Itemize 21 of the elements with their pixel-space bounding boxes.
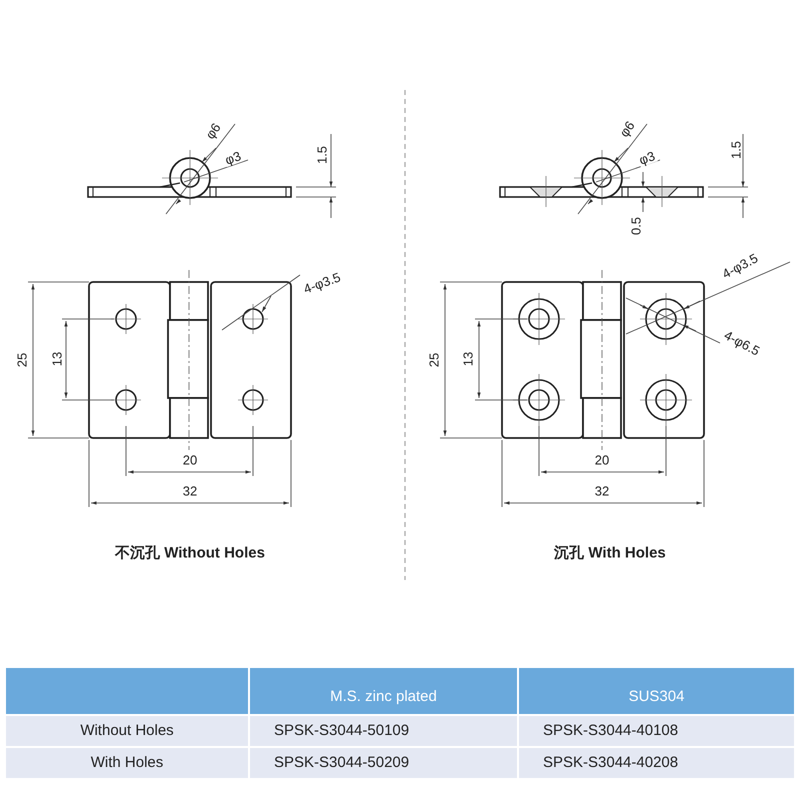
table-cell: SPSK-S3044-40108 xyxy=(519,716,794,746)
table-header-cell: M.S. zinc plated xyxy=(250,668,517,714)
dimension-text: 13 xyxy=(50,350,64,368)
table-cell: SPSK-S3044-50209 xyxy=(250,748,517,778)
dimension-text: 1.5 xyxy=(316,144,328,166)
dimension-text: 25 xyxy=(16,352,28,368)
table-header-cell: SUS304 xyxy=(519,668,794,714)
dimension-text: 13 xyxy=(462,350,474,368)
table-cell: SPSK-S3044-50109 xyxy=(250,716,517,746)
view-caption: 沉孔 With Holes xyxy=(554,546,666,560)
view-caption: 不沉孔 Without Holes xyxy=(115,546,265,560)
table-cell: Without Holes xyxy=(6,716,248,746)
table-cell: With Holes xyxy=(6,748,248,778)
dimension-text: 20 xyxy=(182,454,198,466)
dimension-text: 0.5 xyxy=(630,216,642,236)
dimension-text: 32 xyxy=(594,484,610,498)
dimension-text: 25 xyxy=(428,352,440,368)
dimension-text: 1.5 xyxy=(730,140,742,160)
dimension-text: 32 xyxy=(182,484,198,498)
dimension-text: 20 xyxy=(594,454,610,466)
table-cell: SPSK-S3044-40208 xyxy=(519,748,794,778)
